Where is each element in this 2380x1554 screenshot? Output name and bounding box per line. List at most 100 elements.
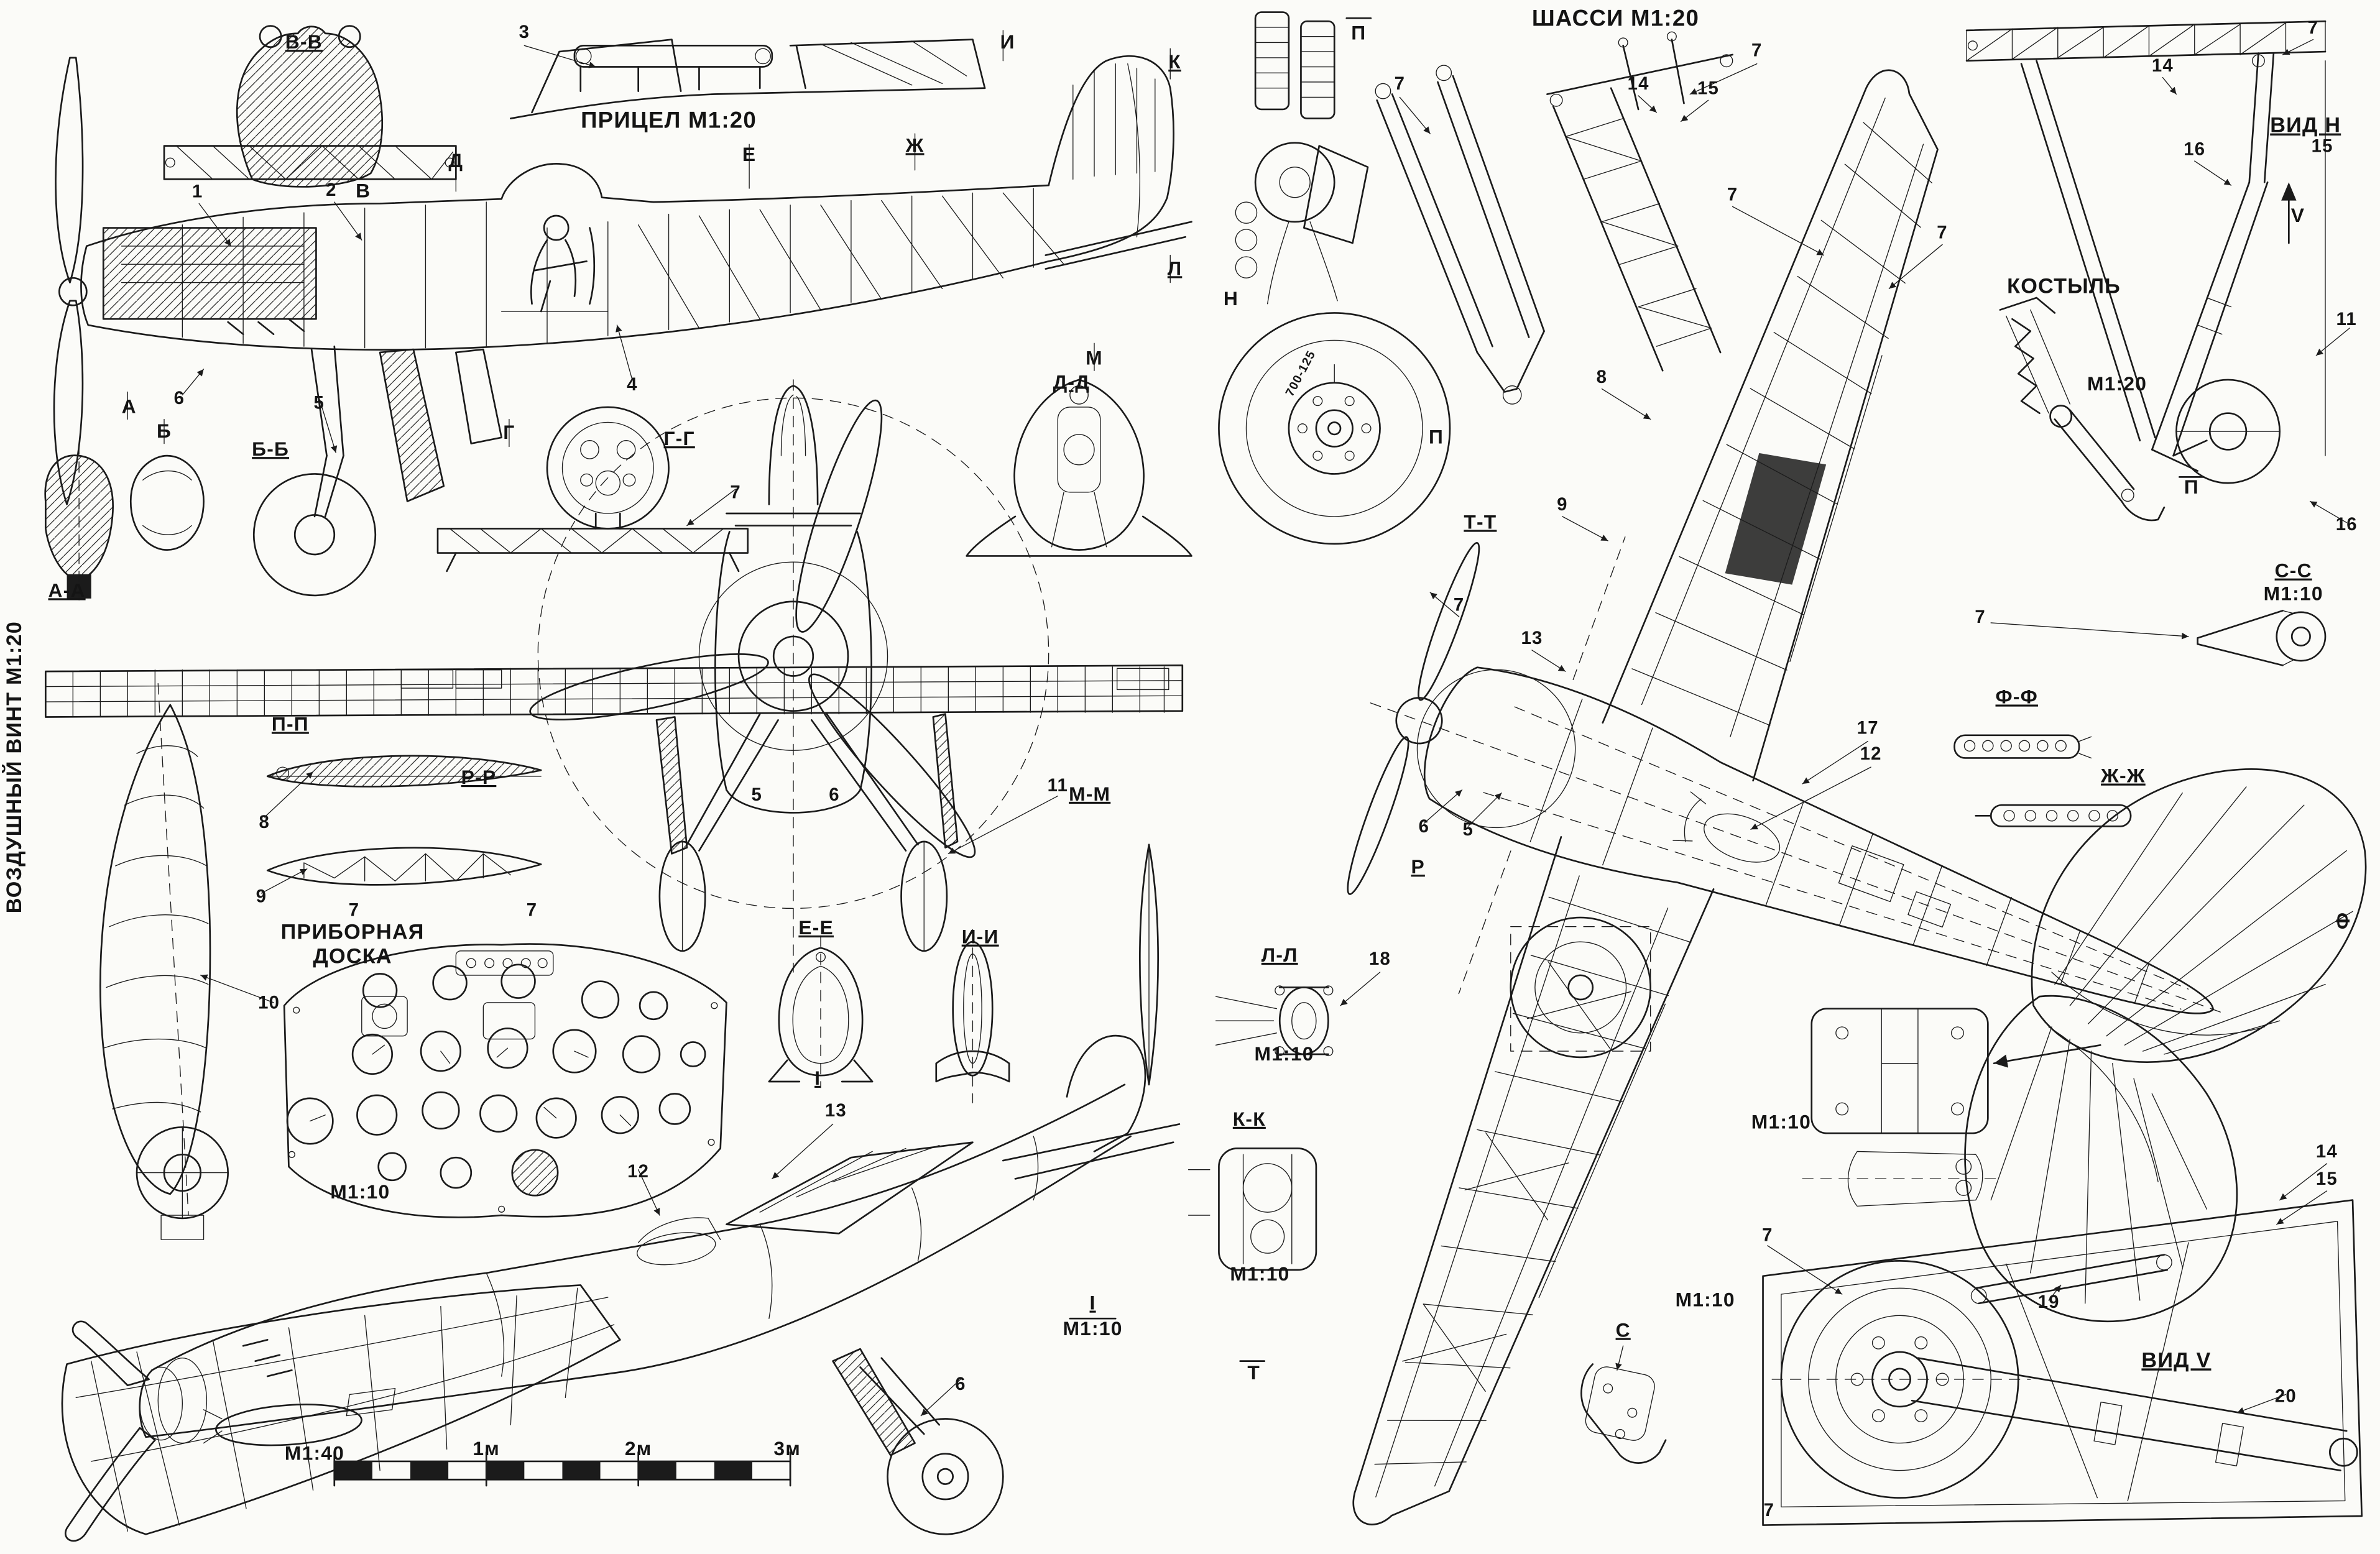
callout-7j: 7	[1975, 607, 1986, 627]
section-ee-drawing	[768, 935, 874, 1088]
callout-1: 1	[192, 182, 203, 202]
callout-4: 4	[627, 374, 638, 395]
section-label-ll: Л-Л	[1261, 944, 1298, 966]
scale-3m: 3м	[773, 1437, 801, 1460]
section-dd-drawing	[966, 379, 1192, 557]
section-kk-detail-drawing	[1188, 1147, 1317, 1271]
callout-7f: 7	[2308, 17, 2319, 38]
callout-7c: 7	[527, 900, 538, 921]
station-d: Д	[448, 149, 463, 172]
gear-strut-drawing	[1375, 31, 1734, 405]
callout-7g: 7	[1727, 185, 1738, 205]
title-propeller: ВОЗДУШНЫЙ ВИНТ М1:20	[1, 621, 26, 913]
scale-2m: 2м	[625, 1437, 652, 1460]
callout-12a: 12	[627, 1161, 649, 1182]
section-label-ii: И-И	[962, 926, 999, 948]
scale-c: М1:10	[1676, 1289, 1735, 1311]
callout-8: 8	[259, 812, 270, 832]
callout-11a: 11	[1048, 775, 1068, 796]
station-zh: Ж	[905, 134, 925, 156]
station-m: М	[1086, 347, 1103, 369]
mark-i-1: I	[814, 1067, 821, 1089]
callout-12b: 12	[1860, 743, 1882, 764]
title-kostyl: КОСТЫЛЬ	[2007, 275, 2121, 298]
scale-panel: М1:10	[330, 1180, 390, 1203]
callout-20: 20	[2275, 1386, 2297, 1407]
gunsight-detail-drawing	[509, 39, 986, 119]
callout-3: 3	[519, 22, 530, 42]
scale-i2: М1:10	[1063, 1317, 1122, 1340]
section-label-zhzh: Ж-Ж	[2100, 765, 2146, 787]
callout-7h: 7	[1937, 223, 1948, 243]
callout-5: 5	[314, 392, 325, 413]
callout-7l: 7	[1764, 1500, 1775, 1520]
callout-19: 19	[2038, 1292, 2060, 1312]
overline-marks	[1239, 17, 2205, 1362]
callout-14b: 14	[2152, 55, 2174, 76]
callout-10: 10	[258, 993, 280, 1013]
station-i: И	[1000, 30, 1015, 53]
section-label-cc: С-С	[2275, 559, 2312, 582]
callout-6: 6	[174, 388, 185, 408]
station-p: П	[1429, 426, 1444, 448]
fin-rudder-plan-drawing	[1964, 995, 2238, 1322]
scale-cc: М1:10	[2264, 582, 2323, 604]
callout-8b: 8	[1597, 367, 1608, 387]
callout-6b: 6	[955, 1374, 966, 1394]
view-v-drawing	[1762, 1199, 2363, 1526]
callout-7i: 7	[1454, 594, 1465, 615]
callout-15c: 15	[2316, 1169, 2338, 1189]
side-view-drawing	[53, 30, 1192, 597]
mark-r: Р	[1411, 855, 1424, 878]
mark-p-2: П	[2184, 476, 2199, 498]
section-cc-detail-drawing	[2197, 610, 2327, 666]
callout-7b: 7	[349, 900, 360, 921]
callout-5c: 5	[1463, 819, 1474, 840]
section-bb-drawing	[129, 454, 205, 551]
scale-kk: М1:10	[1230, 1262, 1289, 1285]
section-zhzh-detail-drawing	[1975, 804, 2132, 827]
callout-7a: 7	[730, 482, 741, 503]
section-label-mm: М-М	[1069, 783, 1110, 805]
tire-size: 700-125	[1283, 348, 1318, 398]
callout-2: 2	[326, 180, 337, 200]
callout-9: 9	[256, 886, 267, 907]
callout-14a: 14	[1628, 73, 1649, 94]
station-a: А	[122, 395, 137, 418]
section-vv-drawing	[163, 25, 457, 188]
callout-16a: 16	[2184, 139, 2205, 159]
section-ll-detail-drawing	[1215, 985, 1334, 1057]
callout-11b: 11	[2336, 309, 2357, 329]
section-label-aa: А-А	[48, 579, 85, 601]
section-label-tt: Т-Т	[1464, 510, 1497, 533]
mark-i-2: I	[1090, 1292, 1096, 1314]
scale-1m: 1м	[473, 1437, 500, 1460]
station-e: Е	[742, 143, 756, 165]
section-label-pp: П-П	[272, 712, 309, 735]
callout-13b: 13	[1521, 628, 1543, 648]
scale-fitting: М1:10	[1751, 1111, 1811, 1133]
callout-6c: 6	[829, 784, 840, 805]
scale-bar	[333, 1451, 791, 1487]
quarter-view-drawing	[61, 1034, 1181, 1542]
plan-wheel-bay-drawing	[1510, 916, 1652, 1059]
section-mm-drawing	[1138, 844, 1160, 1086]
front-view-drawing	[529, 379, 1049, 973]
title-chassis: ШАССИ М1:20	[1532, 6, 1699, 31]
scale-kostyl: М1:20	[2087, 372, 2147, 395]
station-g: Г	[503, 421, 515, 443]
callout-9b: 9	[1557, 494, 1568, 515]
section-label-vv: В-В	[285, 30, 323, 53]
callout-6d: 6	[1419, 816, 1430, 837]
callout-13a: 13	[825, 1100, 847, 1121]
station-v: В	[356, 180, 371, 202]
rib-rr-drawing	[266, 847, 542, 886]
callout-14c: 14	[2316, 1141, 2338, 1162]
section-label-ff: Ф-Ф	[1996, 685, 2038, 707]
section-aa-drawing	[44, 443, 114, 609]
section-ff-detail-drawing	[1953, 734, 2092, 759]
stabilizer-plan-drawing	[2031, 768, 2367, 1063]
title-gunsight: ПРИЦЕЛ М1:20	[581, 107, 757, 132]
